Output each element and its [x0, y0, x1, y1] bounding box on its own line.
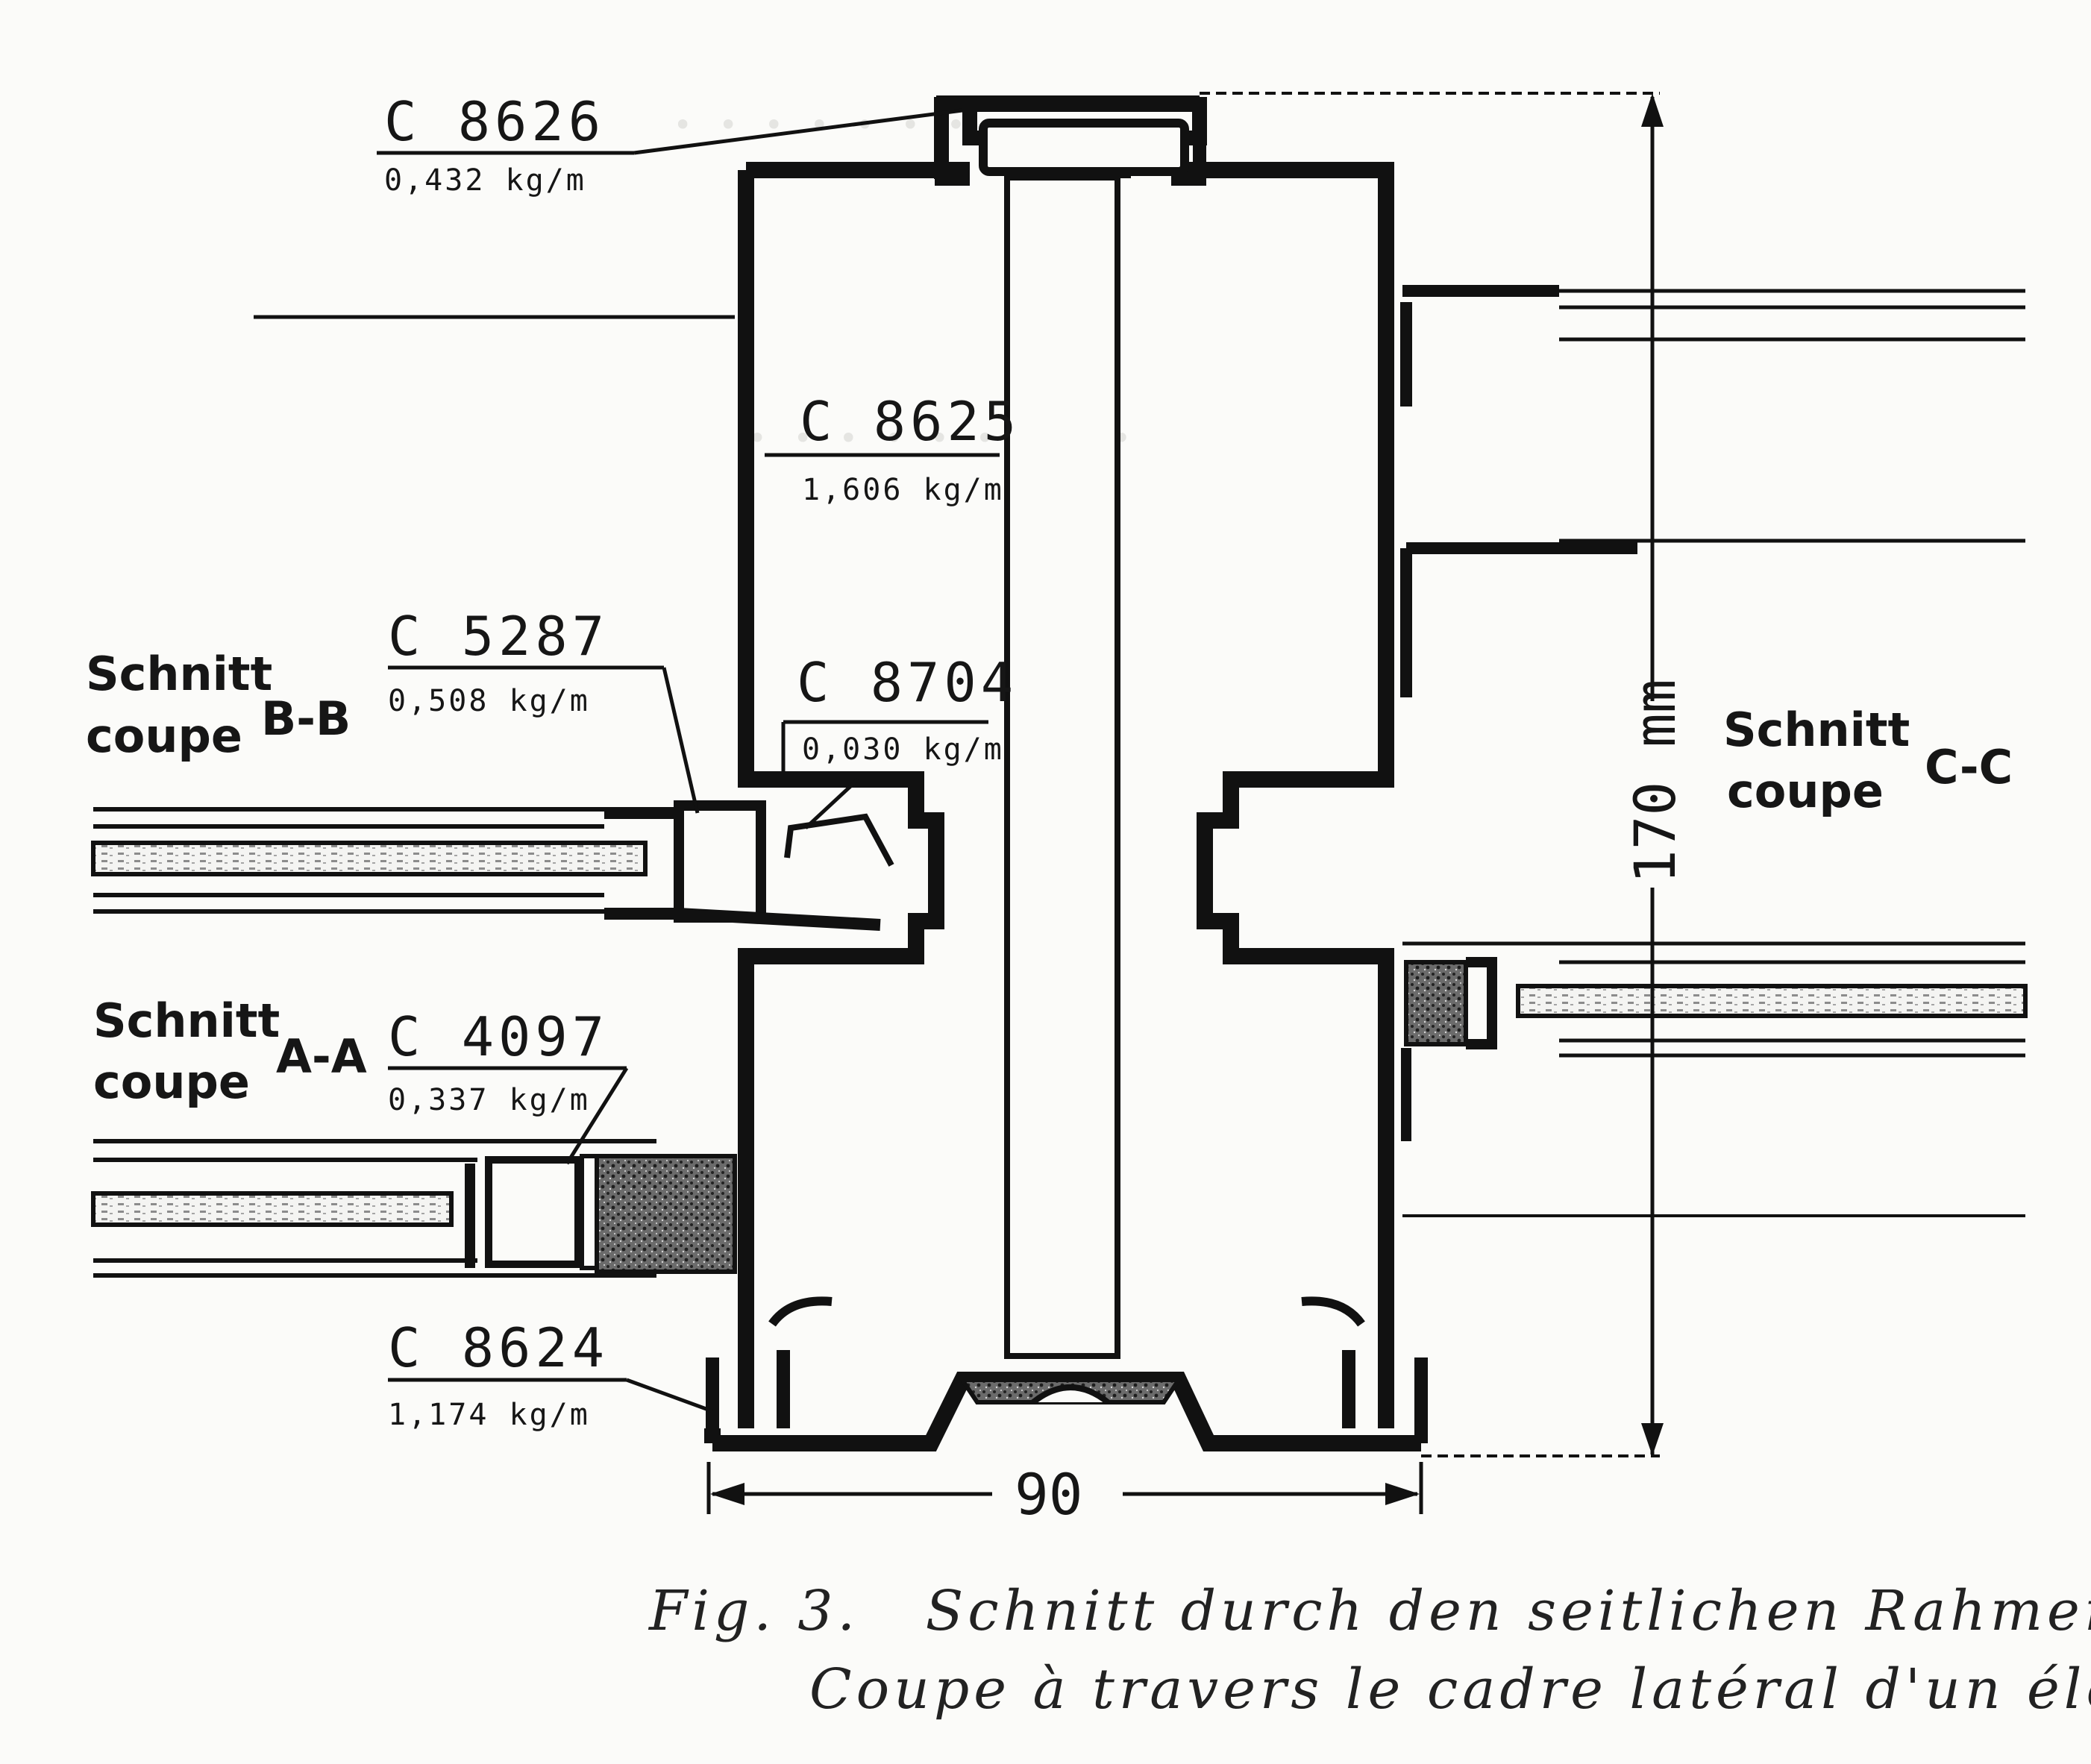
label-c8625: C 8625 1,606 kg/m — [765, 390, 1021, 507]
label-c8704: C 8704 0,030 kg/m — [781, 651, 1018, 829]
profile-code: C 8625 — [800, 390, 1021, 453]
profile-weight: 1,606 kg/m — [802, 473, 1004, 507]
profile-weight: 0,432 kg/m — [384, 163, 586, 198]
glazing-section-aa — [91, 1139, 737, 1278]
profile-weight: 0,508 kg/m — [388, 684, 590, 718]
figure-caption: Fig. 3. Schnitt durch den seitlichen Rah… — [648, 1579, 2091, 1721]
glazing-section-cc — [1400, 285, 2028, 1217]
profile-code: C 5287 — [388, 605, 609, 668]
section-tag: A-A — [276, 1029, 367, 1084]
section-label-aa: Schnitt coupe A-A — [93, 994, 367, 1109]
label-c5287: C 5287 0,508 kg/m — [388, 605, 700, 814]
profile-weight: 0,030 kg/m — [802, 732, 1004, 767]
section-line2: coupe — [1727, 764, 1884, 818]
label-c8624: C 8624 1,174 kg/m — [388, 1316, 713, 1432]
section-line2: coupe — [86, 709, 242, 763]
width-dimension-text: 90 — [1015, 1461, 1083, 1528]
profile-code: C 8624 — [388, 1316, 609, 1379]
caption-line1: Fig. 3. Schnitt durch den seitlichen Rah… — [648, 1579, 2091, 1643]
section-label-bb: Schnitt coupe B-B — [86, 647, 351, 763]
caption-line2: Coupe à travers le cadre latéral d'un él… — [809, 1657, 2091, 1721]
section-line1: Schnitt — [93, 994, 280, 1048]
section-tag: C-C — [1925, 740, 2013, 794]
height-dimension-text: 170 mm — [1622, 679, 1688, 884]
frame-profile-c8625 — [738, 147, 1394, 1428]
profile-code: C 4097 — [388, 1005, 609, 1068]
top-cap-c8626 — [934, 95, 1207, 186]
section-line1: Schnitt — [1723, 703, 1910, 757]
dimension-height: 170 mm — [1200, 92, 1688, 1457]
section-label-cc: Schnitt coupe C-C — [1723, 703, 2013, 818]
section-tag: B-B — [261, 691, 351, 746]
profile-weight: 0,337 kg/m — [388, 1083, 590, 1117]
bottom-cap-c8624 — [704, 1296, 1428, 1451]
label-c4097: C 4097 0,337 kg/m — [388, 1005, 629, 1165]
dimension-width: 90 — [706, 1461, 1423, 1528]
glazing-section-bb — [91, 800, 894, 931]
profile-weight: 1,174 kg/m — [388, 1398, 590, 1432]
section-line2: coupe — [93, 1055, 250, 1109]
profile-code: C 8626 — [384, 90, 605, 153]
section-line1: Schnitt — [86, 647, 272, 701]
profile-code: C 8704 — [797, 651, 1018, 714]
label-c8626: C 8626 0,432 kg/m — [377, 90, 963, 198]
